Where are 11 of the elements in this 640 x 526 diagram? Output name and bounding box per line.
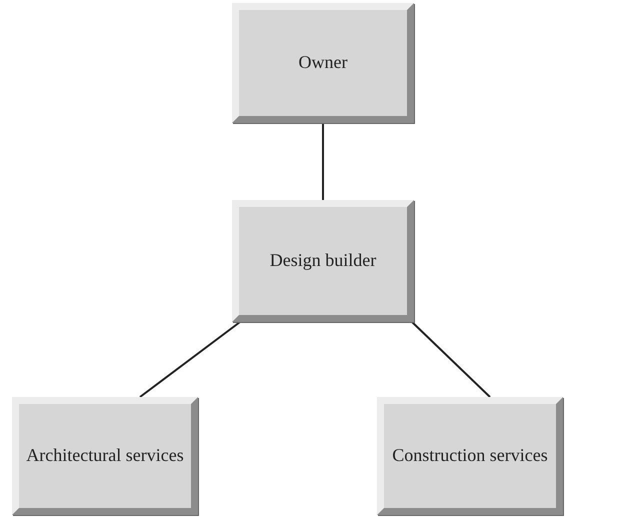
role-box [232, 200, 414, 322]
role-box [377, 397, 563, 515]
connector-line [139, 321, 241, 398]
role-label: Design builder [268, 249, 378, 272]
connector-line [322, 123, 324, 200]
connector-line [411, 321, 491, 398]
role-box [12, 397, 198, 515]
role-label: Owner [298, 51, 348, 74]
role-label: Architectural services [25, 444, 185, 468]
role-label: Construction services [391, 444, 549, 468]
role-box [232, 3, 414, 123]
